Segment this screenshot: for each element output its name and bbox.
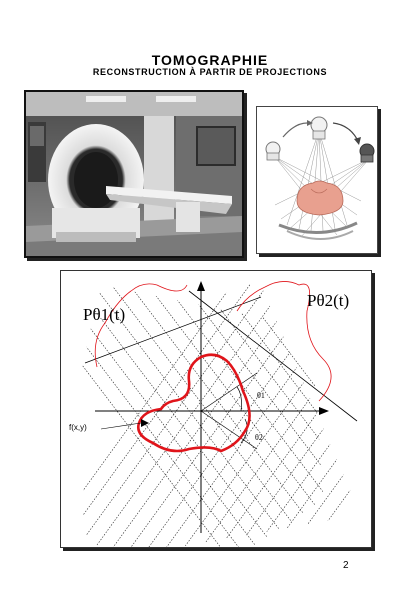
object-label: f(x,y) [69,423,87,432]
detector-line-2 [188,290,358,422]
page-number: 2 [343,560,349,571]
angle-label-2: θ2 [255,433,263,442]
page-title: TOMOGRAPHIE [151,52,269,68]
rotation-arrow-left [282,122,308,138]
angle-arc-2 [240,418,248,444]
rotation-arrow-right [332,122,358,140]
angle-label-1: θ1 [257,391,265,400]
projection-label-1: Pθ1(t) [83,305,126,324]
page-subtitle: RECONSTRUCTION À PARTIR DE PROJECTIONS [92,67,328,77]
scanner-rotation-schematic [256,106,378,254]
ct-scanner-photo [24,90,244,258]
angle-arc-1 [236,386,242,412]
projection-diagram: Pθ1(t) Pθ2(t) f(x,y) θ1 θ2 [60,270,372,548]
projection-curve-2 [236,281,332,402]
projection-label-2: Pθ2(t) [307,291,350,310]
projection-curve-1 [94,283,188,368]
object-outline [137,353,251,453]
detector-line-1 [84,296,262,364]
organ-cross-section [296,180,344,216]
